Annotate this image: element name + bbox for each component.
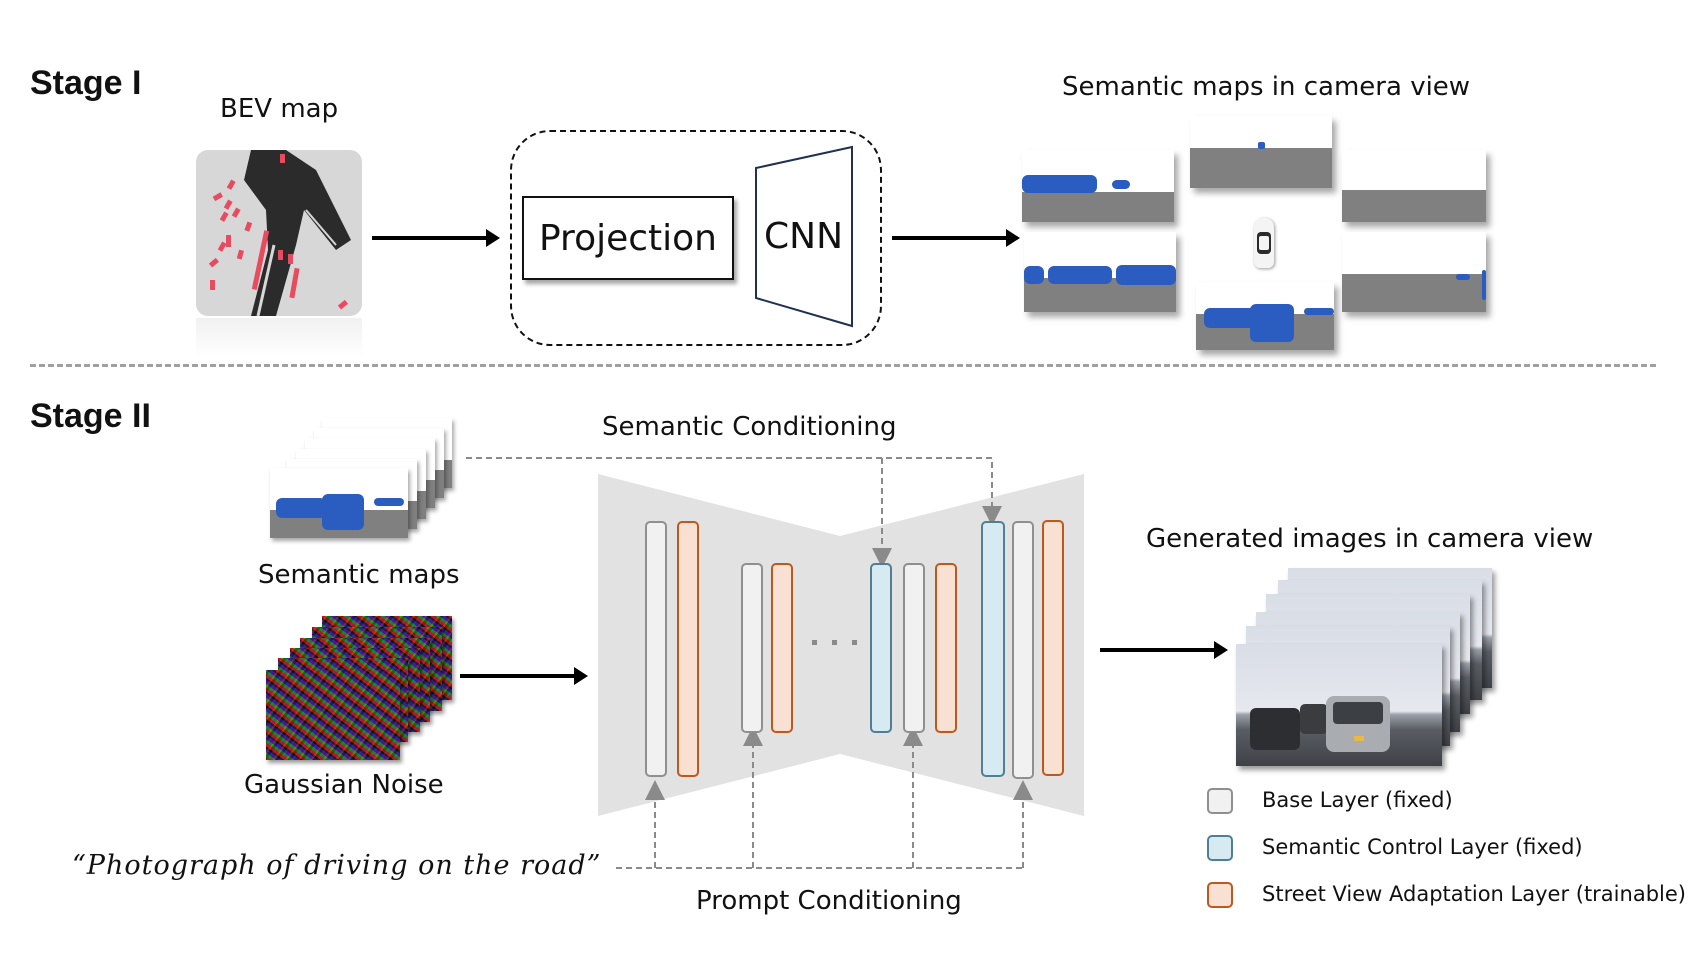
- arrow-bev-to-projection: [372, 229, 500, 247]
- semantic-conditioning-line: [466, 457, 1002, 526]
- semantic-maps-camera-view-label: Semantic maps in camera view: [1062, 72, 1471, 102]
- semantic-map-front-right: [1342, 150, 1486, 222]
- stage-2-title: Stage II: [30, 397, 151, 435]
- projection-box: Projection: [522, 196, 734, 280]
- legend-label-adaptation: Street View Adaptation Layer (trainable): [1262, 882, 1686, 906]
- semantic-map-back: [1196, 282, 1334, 350]
- unet-adaptation-layer: [935, 563, 957, 733]
- stage-1-title: Stage I: [30, 64, 142, 102]
- gaussian-noise-label: Gaussian Noise: [244, 770, 444, 800]
- arrow-cnn-to-semantic-maps: [892, 229, 1020, 247]
- semantic-conditioning-label: Semantic Conditioning: [602, 412, 897, 442]
- ego-car-icon: [1254, 218, 1274, 268]
- legend-swatch-base: [1207, 788, 1233, 814]
- arrow-unet-to-generated: [1100, 641, 1228, 659]
- unet-base-layer: [1012, 521, 1034, 779]
- unet-semantic-control-layer: [981, 521, 1005, 777]
- semantic-map-back-left: [1024, 232, 1176, 312]
- semantic-map-back-right: [1342, 232, 1486, 312]
- ellipsis-dots: [812, 640, 857, 645]
- bev-map-label: BEV map: [220, 94, 339, 124]
- unet-semantic-control-layer: [870, 563, 892, 733]
- legend-swatch-adaptation: [1207, 882, 1233, 908]
- bev-map-reflection: [196, 318, 362, 358]
- semantic-map-front: [1190, 116, 1332, 188]
- generated-street-image: [1236, 644, 1442, 766]
- unet-adaptation-layer: [677, 521, 699, 777]
- prompt-text: “Photograph of driving on the road”: [72, 850, 602, 881]
- legend-label-base: Base Layer (fixed): [1262, 788, 1453, 812]
- legend-swatch-semantic-control: [1207, 835, 1233, 861]
- unet-base-layer: [903, 563, 925, 733]
- cnn-label: CNN: [764, 216, 843, 257]
- unet-base-layer: [645, 521, 667, 777]
- unet-adaptation-layer: [771, 563, 793, 733]
- prompt-conditioning-label: Prompt Conditioning: [696, 886, 962, 916]
- projection-cnn-module: [510, 130, 882, 346]
- arrow-noise-to-unet: [460, 667, 588, 685]
- generated-images-label: Generated images in camera view: [1146, 524, 1594, 554]
- projection-label: Projection: [538, 217, 717, 259]
- legend-label-semantic-control: Semantic Control Layer (fixed): [1262, 835, 1583, 859]
- bev-map-image: [196, 150, 362, 316]
- cnn-trapezoid: [755, 145, 853, 328]
- unet-adaptation-layer: [1042, 520, 1064, 776]
- stage-divider: [30, 364, 1656, 367]
- unet-base-layer: [741, 563, 763, 733]
- semantic-map-front-left: [1022, 150, 1174, 222]
- unet-hourglass: [598, 474, 1084, 816]
- semantic-maps-label: Semantic maps: [258, 560, 460, 590]
- bev-road-graphic: [208, 150, 351, 316]
